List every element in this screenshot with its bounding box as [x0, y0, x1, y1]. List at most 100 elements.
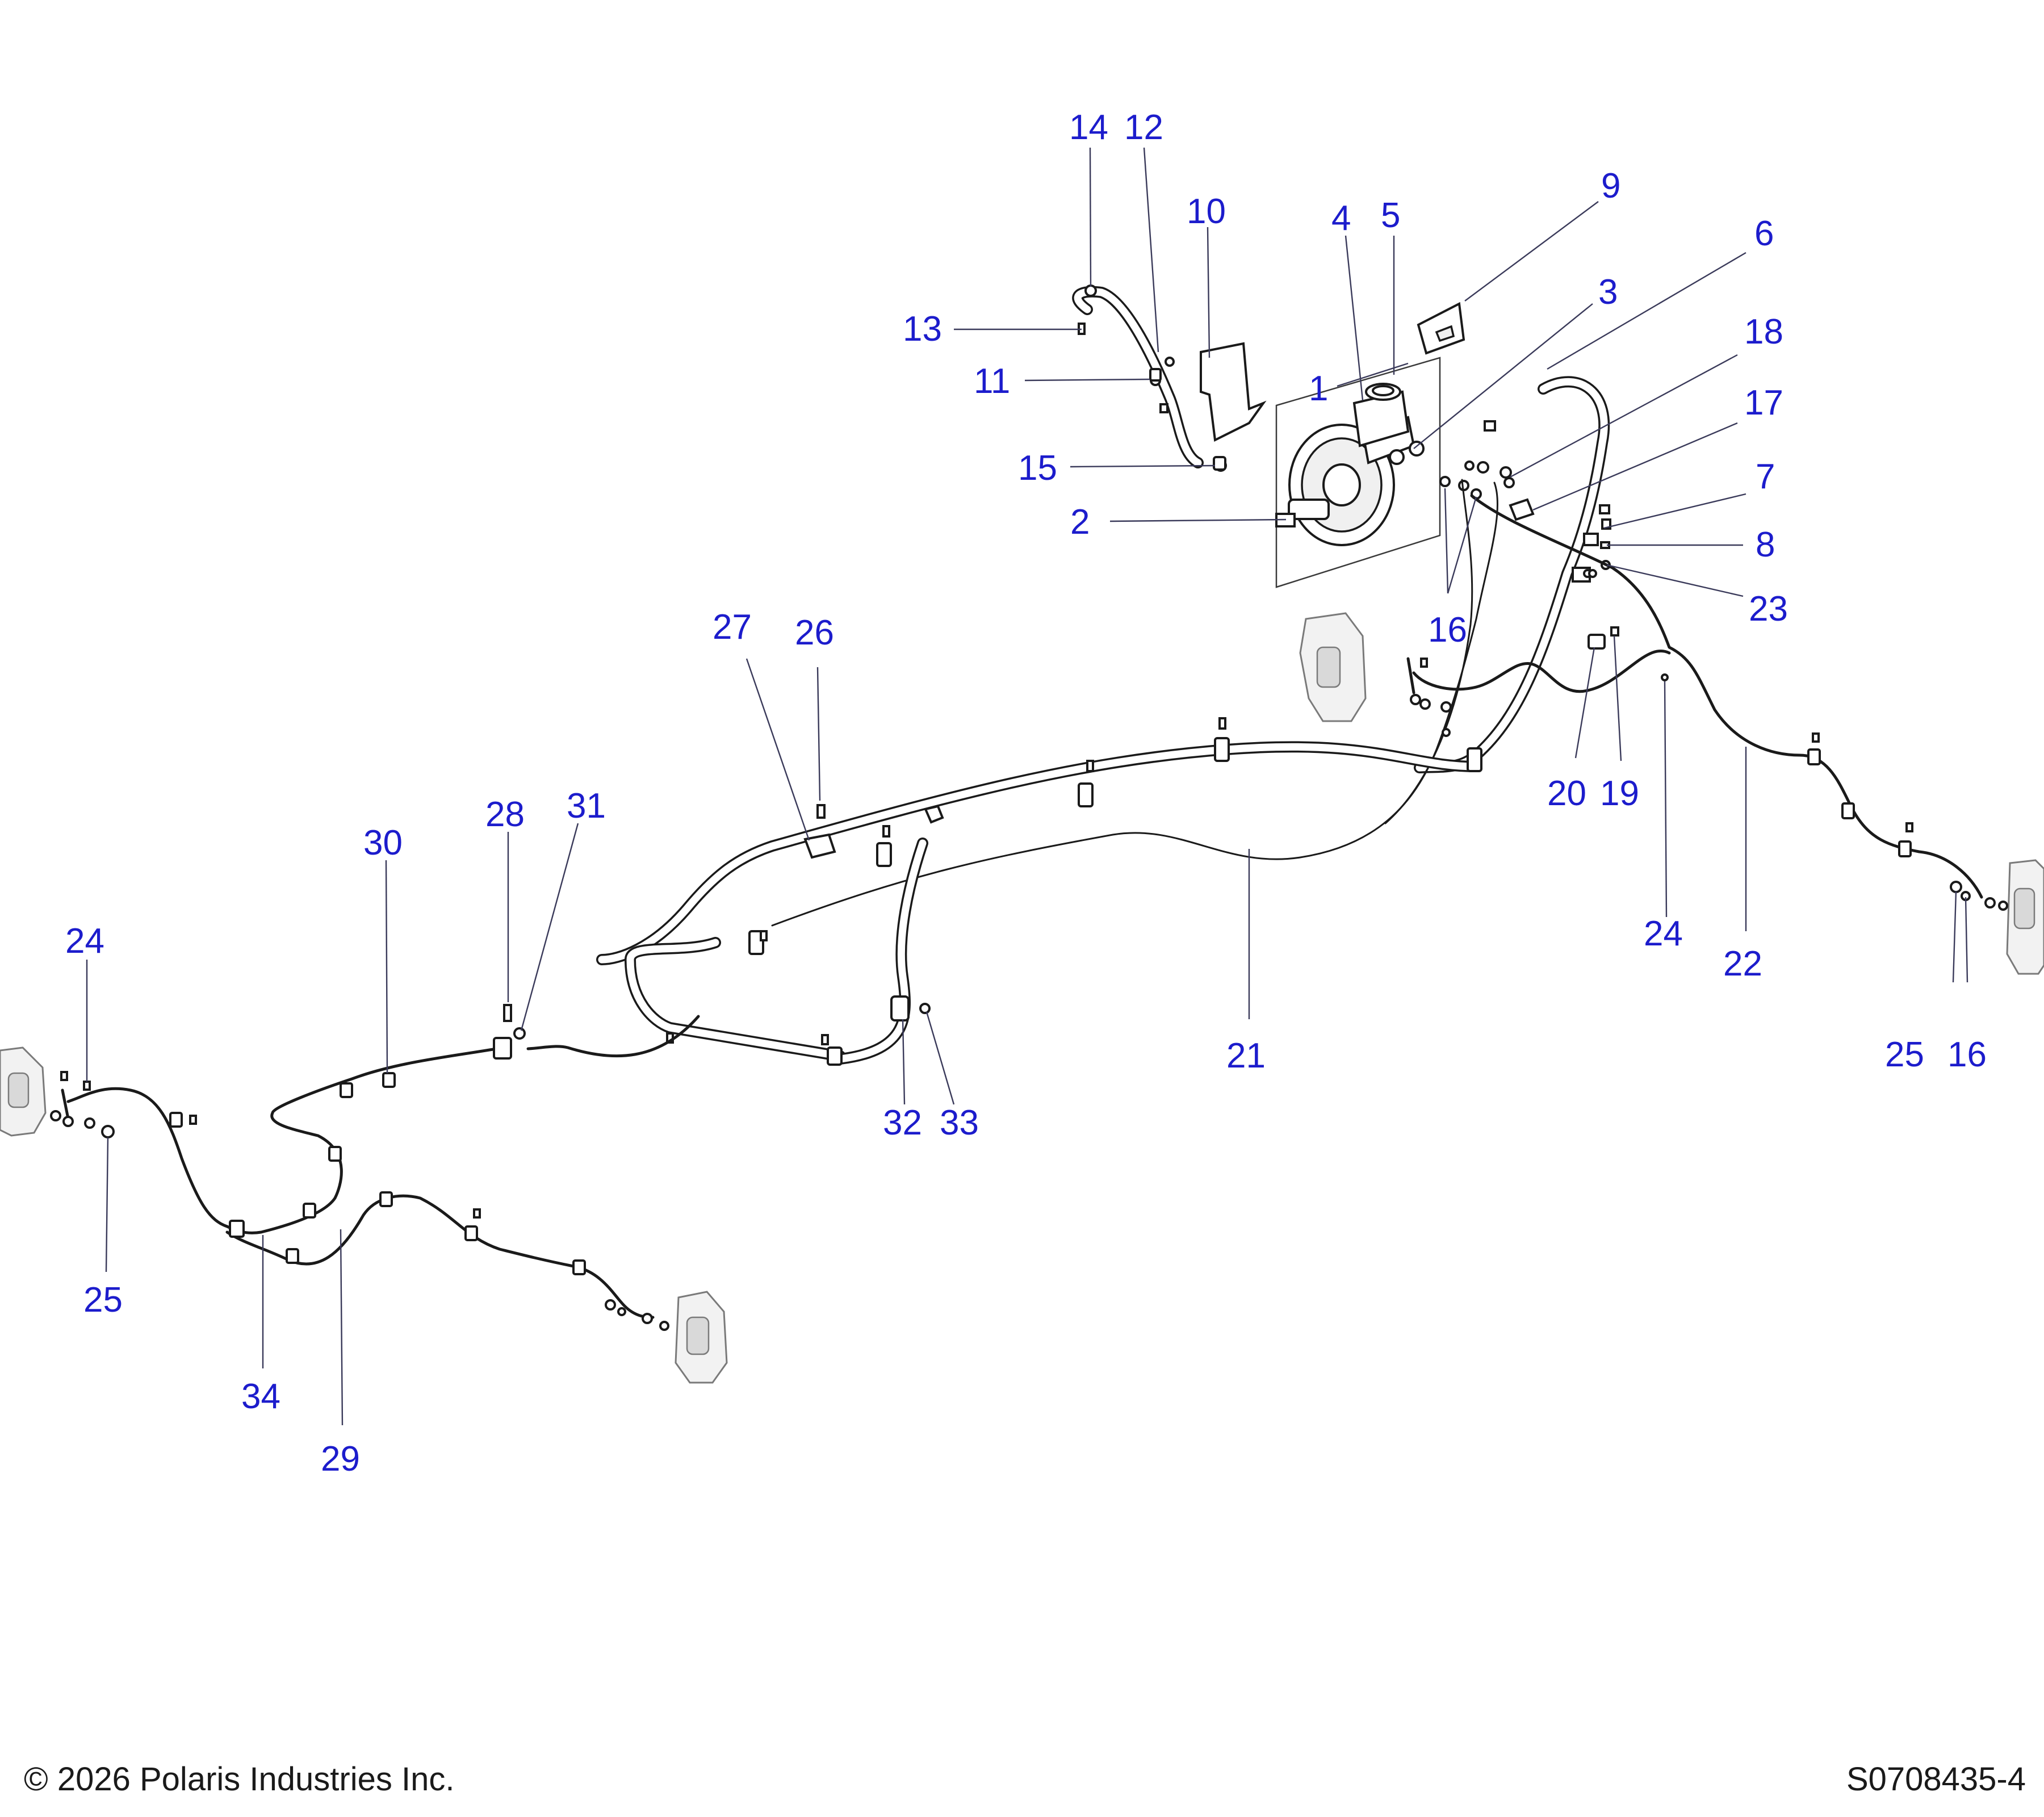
callout-16-upper: 16 — [1428, 610, 1467, 650]
washer-left-c — [84, 1117, 95, 1129]
booster-pushrod — [1288, 499, 1330, 520]
callout-12: 12 — [1124, 108, 1163, 147]
booster-hub — [1322, 463, 1361, 506]
clip-middle — [1442, 728, 1451, 737]
washer-rear — [659, 1321, 669, 1331]
callout-25-right: 25 — [1885, 1035, 1924, 1074]
bolt-18 — [1503, 477, 1515, 488]
callout-25-left: 25 — [83, 1280, 123, 1320]
clamp-30c — [328, 1146, 342, 1162]
callout-30: 30 — [363, 823, 403, 863]
washer-middle-b — [1419, 698, 1431, 710]
washer-18 — [1500, 466, 1512, 479]
clamp-30b — [340, 1082, 353, 1098]
washer-16a — [1439, 476, 1451, 487]
clamp-29a — [286, 1248, 299, 1264]
washer-18c — [1464, 460, 1475, 471]
callout-18: 18 — [1744, 312, 1783, 351]
clamp-30 — [382, 1072, 396, 1088]
callout-34: 34 — [241, 1377, 280, 1416]
callout-13: 13 — [903, 309, 942, 349]
line-22-clamps — [1807, 732, 1913, 857]
callout-3: 3 — [1598, 273, 1618, 312]
grommet-32 — [890, 995, 910, 1021]
washer-rear-b — [617, 1307, 626, 1316]
brake-line-front-right — [1470, 494, 1983, 899]
callout-21: 21 — [1226, 1036, 1266, 1075]
callout-8: 8 — [1756, 525, 1775, 564]
fitting-rear — [642, 1313, 653, 1324]
callout-19: 19 — [1600, 774, 1639, 813]
callout-1: 1 — [1309, 369, 1328, 408]
nut-11b — [1165, 357, 1175, 367]
front-caliper-middle — [1299, 612, 1452, 737]
callout-26: 26 — [795, 613, 834, 652]
caliper-hose-left — [61, 1088, 70, 1120]
callout-7: 7 — [1756, 457, 1775, 496]
brake-line-30 — [526, 1015, 700, 1058]
clamp-22b — [1841, 802, 1855, 819]
callout-33: 33 — [940, 1103, 979, 1142]
bolt-a — [1218, 717, 1226, 730]
callout-24-right: 24 — [1644, 914, 1683, 953]
master-cylinder-assembly-group — [1275, 357, 1441, 588]
callout-28: 28 — [485, 795, 525, 834]
washer-18b — [1477, 461, 1489, 474]
callout-10: 10 — [1187, 192, 1226, 231]
caliper-piston-rear — [686, 1316, 710, 1355]
caliper-right-front — [1950, 859, 2044, 975]
bracket-slot — [1435, 325, 1455, 342]
clamp-b — [1078, 782, 1094, 807]
bolt-f — [821, 1034, 829, 1045]
washer-right-c — [1998, 901, 2008, 911]
callout-15: 15 — [1018, 449, 1057, 488]
callout-5: 5 — [1381, 196, 1400, 235]
clamp-20 — [1588, 634, 1606, 650]
main-line-clamps — [666, 717, 1482, 1066]
clamp-c — [876, 842, 892, 867]
hose-collar-6 — [1583, 533, 1599, 546]
callout-16-right: 16 — [1947, 1035, 1987, 1074]
reservoir-bracket — [1417, 302, 1465, 355]
fitting-7 — [1599, 504, 1610, 514]
caliper-piston-right — [2013, 887, 2035, 930]
screw-middle — [1420, 658, 1428, 668]
bolt-28 — [503, 1004, 512, 1022]
bolt-c — [882, 825, 890, 838]
hose-clamp-15 — [1213, 456, 1226, 471]
callout-31: 31 — [567, 786, 606, 826]
callout-20: 20 — [1547, 774, 1586, 813]
clamp-30d — [303, 1203, 316, 1219]
clamp-29d — [572, 1259, 586, 1275]
callout-23: 23 — [1749, 589, 1788, 629]
caliper-rear-left — [605, 1291, 728, 1384]
callout-17: 17 — [1744, 383, 1783, 422]
mc-port-b — [1409, 441, 1425, 457]
clamp-f — [827, 1046, 843, 1066]
drawing-number: S0708435-4 — [1846, 1761, 2026, 1798]
bolt-22a — [1812, 732, 1820, 743]
screw-34 — [189, 1115, 197, 1125]
heat-shield-bracket — [1200, 342, 1267, 442]
callout-22: 22 — [1723, 944, 1762, 983]
nut-mc-1 — [1484, 420, 1496, 432]
bolt-25-right — [1950, 881, 1962, 893]
bolt-13b — [1159, 403, 1168, 413]
washer-left — [50, 1110, 61, 1121]
callout-labels: 14 12 10 4 5 9 6 3 13 1 18 11 17 15 7 2 … — [65, 108, 1987, 1479]
clip-top — [924, 805, 944, 824]
fitting-31 — [513, 1027, 526, 1040]
bolt-25-left — [101, 1125, 115, 1138]
clamp-22c — [1898, 840, 1912, 857]
clamp-27 — [803, 833, 836, 859]
callout-4: 4 — [1331, 199, 1351, 238]
brake-line-20 — [1412, 650, 1671, 693]
bolt-26 — [816, 804, 826, 819]
hose-fitting-14 — [1084, 284, 1097, 297]
brake-line-16 — [1384, 479, 1473, 824]
mc-hardware — [1439, 420, 1611, 578]
callout-29: 29 — [321, 1439, 360, 1479]
screw-29 — [473, 1208, 481, 1219]
brake-line-30-left — [225, 1046, 501, 1234]
